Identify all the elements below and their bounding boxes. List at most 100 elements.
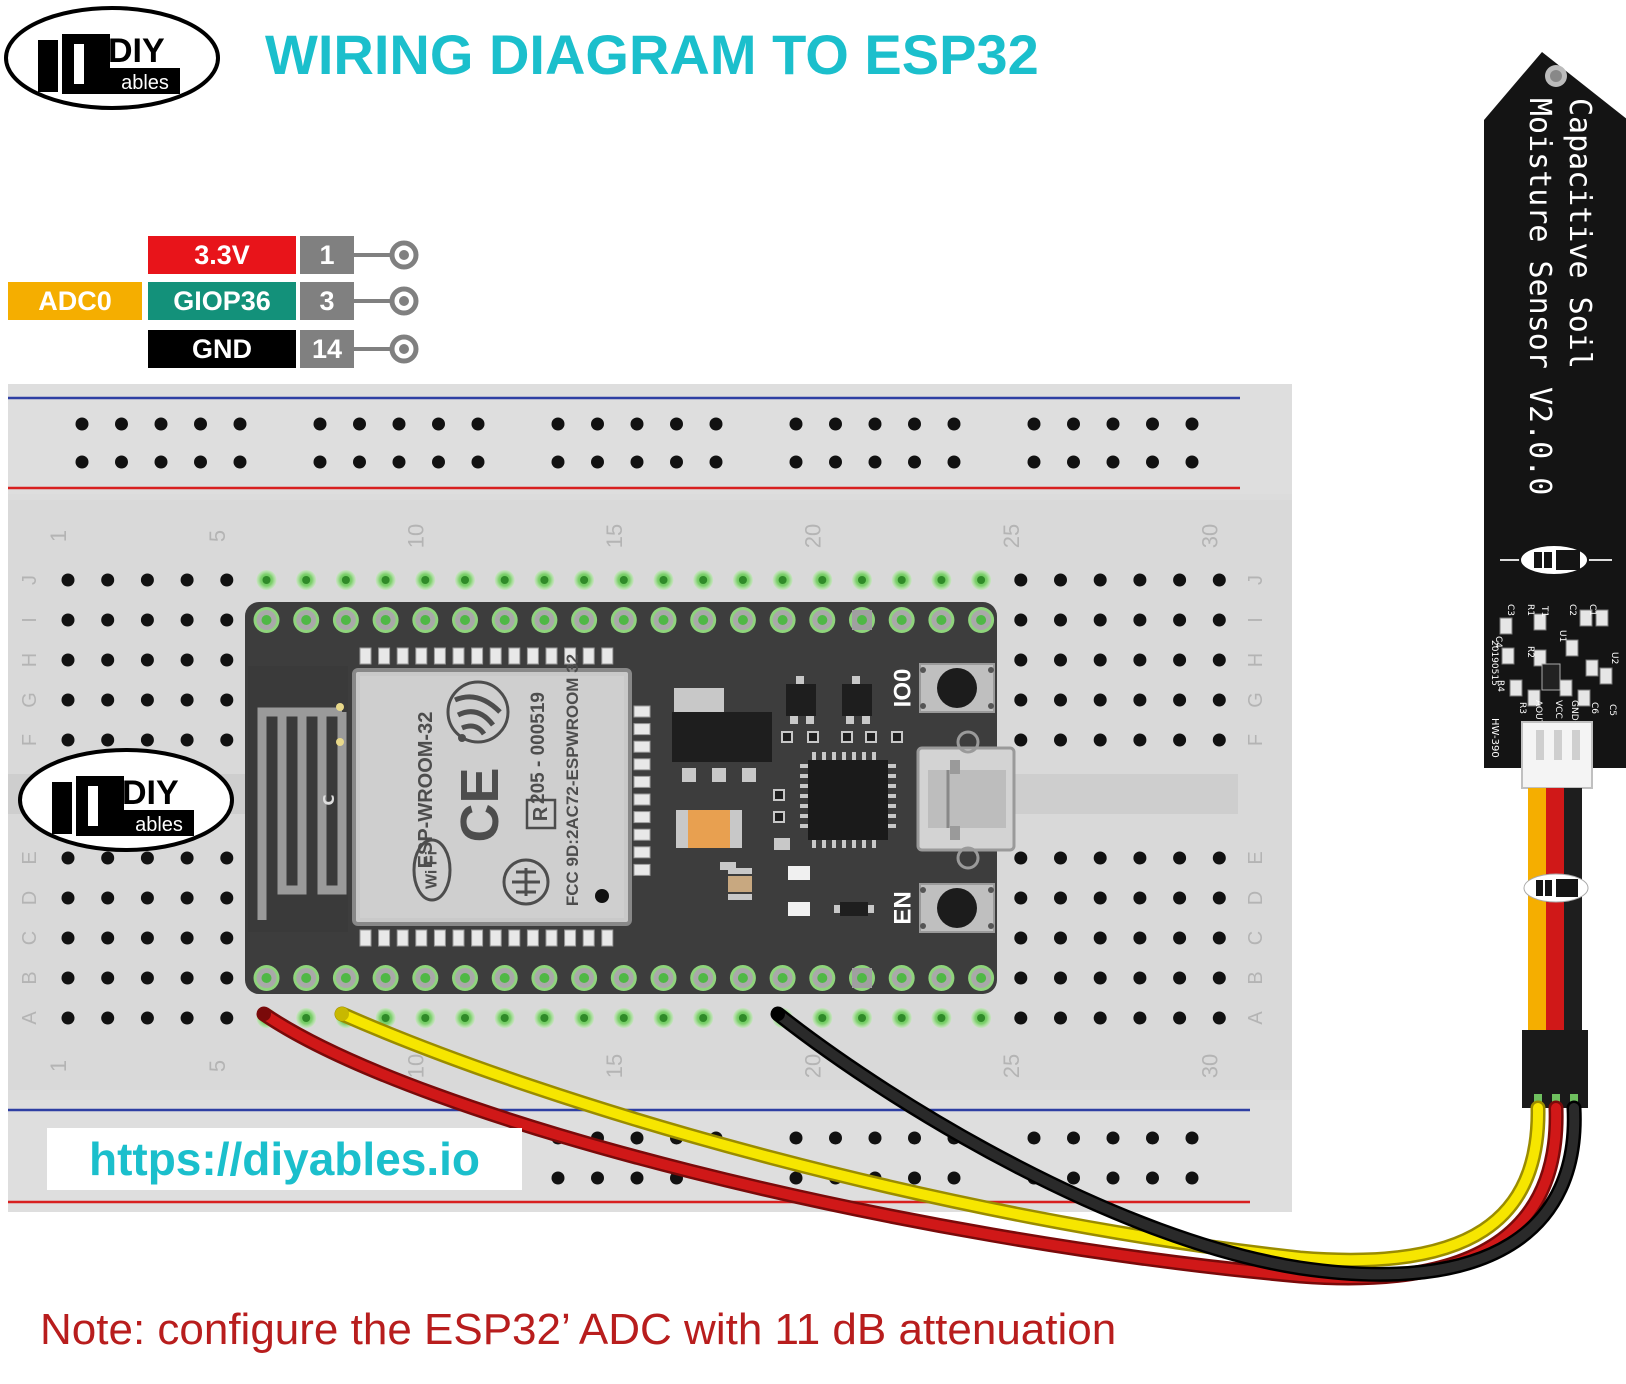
column-number: 20: [800, 1054, 825, 1078]
breadboard-hole: [1133, 693, 1147, 707]
row-letter: H: [19, 653, 41, 667]
logo-top-ables: ables: [121, 72, 169, 94]
sensor-component-label: T1: [1539, 605, 1549, 617]
rail-hole: [947, 455, 961, 469]
breadboard-hole: [220, 971, 234, 985]
breadboard-hole: [1054, 573, 1067, 587]
sensor-smd-part: [1501, 647, 1515, 665]
row-letter: I: [19, 617, 41, 623]
sensor-component-label: U2: [1609, 652, 1619, 664]
rail-hole: [353, 417, 366, 431]
sensor-smd-part: [1579, 609, 1593, 627]
r-mark-icon: R: [525, 798, 557, 830]
breadboard-hole: [1014, 1011, 1028, 1025]
wires: [256, 1006, 1582, 1286]
rail-hole: [630, 417, 644, 431]
breadboard-hole: [220, 573, 234, 587]
rail-hole: [75, 417, 89, 431]
breadboard-hole: [1054, 851, 1067, 865]
pin-name: GND: [192, 334, 252, 364]
breadboard-hole: [1212, 733, 1226, 747]
row-letter: E: [1245, 851, 1267, 864]
row-letter: D: [19, 891, 41, 905]
breadboard-hole: [1173, 931, 1187, 945]
rail-hole: [392, 455, 406, 469]
sensor-component-label: VCC: [1553, 700, 1563, 719]
pin-number-box: [300, 282, 354, 320]
row-letter: D: [1245, 891, 1267, 905]
breadboard-hole: [1014, 653, 1028, 667]
usb-uart-chip: [808, 760, 888, 840]
breadboard-hole: [101, 613, 115, 627]
breadboard-hole: [140, 613, 154, 627]
breadboard-hole: [220, 733, 234, 747]
rail-hole: [233, 417, 247, 431]
rail-hole: [947, 1171, 961, 1185]
pin-name: 3.3V: [194, 240, 250, 270]
breadboard-hole: [180, 653, 194, 667]
row-letter: J: [1245, 575, 1267, 585]
breadboard-hole: [1212, 653, 1226, 667]
breadboard-hole: [101, 891, 115, 905]
rail-hole: [868, 455, 882, 469]
breadboard-hole: [61, 573, 75, 587]
sensor-smd-part: [1599, 667, 1613, 685]
rail-hole: [1027, 455, 1041, 469]
row-letter: F: [1245, 734, 1267, 746]
logo-top-diy: DIY: [108, 32, 165, 70]
rail-hole: [432, 417, 445, 431]
sensor-cable: [1522, 788, 1589, 1108]
breadboard-hole: [180, 1011, 194, 1025]
rail-hole: [829, 455, 842, 469]
rail-hole: [1185, 1131, 1199, 1145]
column-number: 15: [602, 1054, 627, 1078]
row-letter: I: [1245, 617, 1267, 623]
breadboard-hole: [1212, 971, 1226, 985]
adc-label: ADC0: [38, 286, 112, 316]
sensor-component-label: R4: [1495, 680, 1505, 692]
breadboard-hole: [1054, 891, 1067, 905]
boot-button[interactable]: [919, 663, 995, 713]
breadboard-hole: [1133, 971, 1147, 985]
breadboard-hole: [101, 693, 115, 707]
rail-hole: [670, 455, 683, 469]
rail-hole: [1146, 455, 1159, 469]
row-letter: A: [1245, 1011, 1267, 1025]
breadboard-hole: [1093, 971, 1107, 985]
rail-hole: [1185, 417, 1199, 431]
breadboard-hole: [1173, 1011, 1187, 1025]
pin-number: 1: [319, 240, 334, 270]
rail-hole: [154, 455, 168, 469]
sensor-smd-part: [1527, 689, 1541, 707]
sensor-title-line1: Capacitive Soil: [1562, 98, 1597, 369]
cable-logo-icon: [1523, 873, 1589, 903]
breadboard-hole: [1054, 971, 1067, 985]
column-number: 25: [999, 1054, 1024, 1078]
breadboard-hole: [1054, 613, 1067, 627]
row-letter: J: [19, 575, 41, 585]
sensor-component-label: C5: [1607, 704, 1617, 716]
rail-hole: [868, 1131, 882, 1145]
website-link[interactable]: https://diyables.io: [88, 1133, 481, 1185]
breadboard-hole: [1133, 653, 1147, 667]
rail-hole: [551, 1171, 565, 1185]
row-letter: F: [19, 734, 41, 746]
rail-hole: [471, 417, 485, 431]
rail-hole: [551, 417, 565, 431]
breadboard-hole: [61, 653, 75, 667]
breadboard-hole: [1014, 891, 1028, 905]
enable-button[interactable]: [919, 883, 995, 933]
rail-hole: [1106, 1171, 1120, 1185]
attenuation-note: Note: configure the ESP32’ ADC with 11 d…: [40, 1305, 1117, 1354]
logo-board-ables: ables: [135, 814, 183, 836]
rail-hole: [194, 417, 207, 431]
rail-hole: [670, 417, 683, 431]
rail-hole: [392, 417, 406, 431]
soil-moisture-sensor: Capacitive Soil Moisture Sensor V2.0.0 C…: [1484, 52, 1626, 789]
breadboard-hole: [220, 931, 234, 945]
breadboard-hole: [1212, 891, 1226, 905]
pin-number-box: [300, 236, 354, 274]
breadboard-hole: [1014, 851, 1028, 865]
rail-hole: [709, 455, 723, 469]
